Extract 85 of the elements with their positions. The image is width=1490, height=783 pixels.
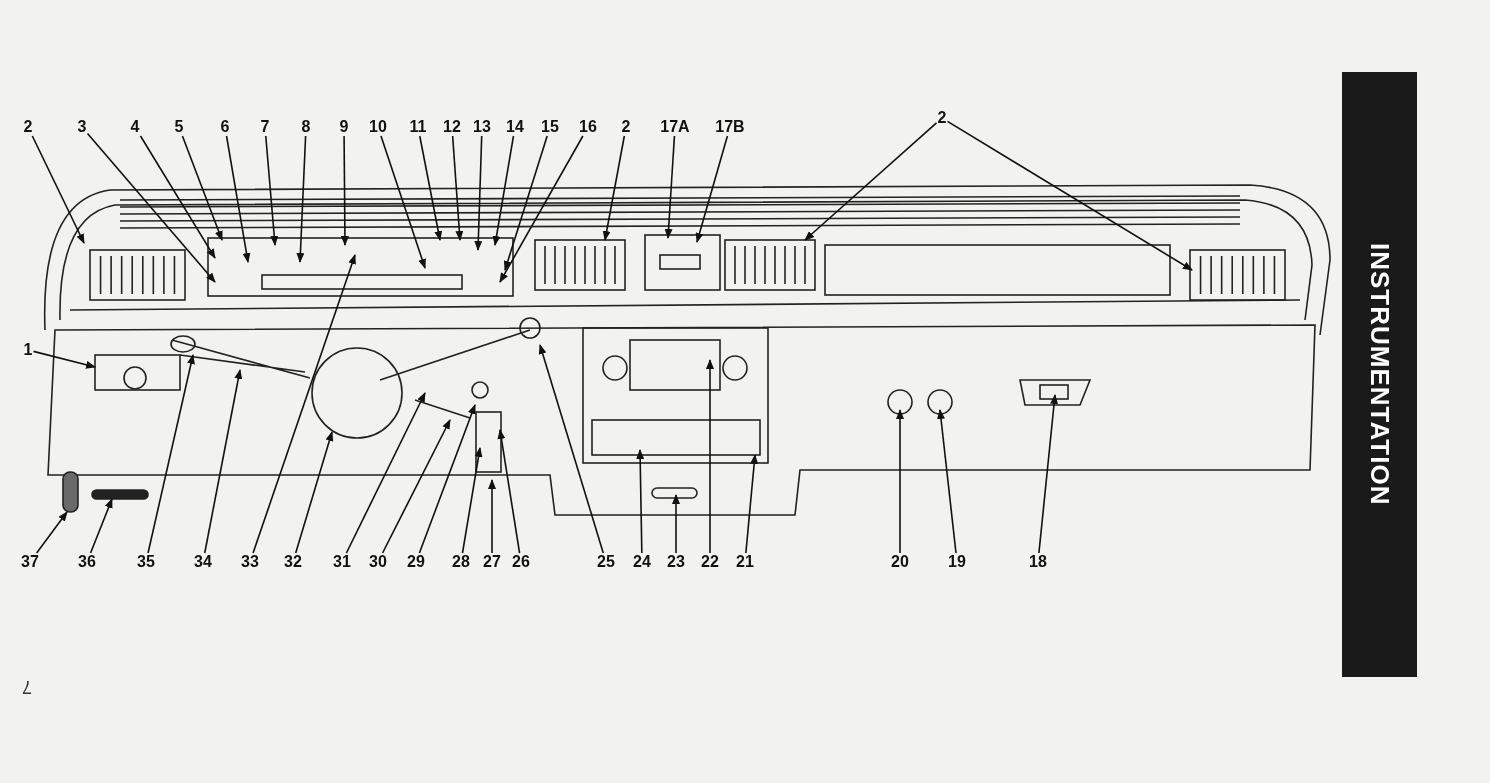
leader-line <box>181 135 223 241</box>
callout-number: 34 <box>193 553 213 571</box>
callout-number: 5 <box>173 118 185 136</box>
leader-line <box>252 254 356 554</box>
callout-number: 10 <box>368 118 388 136</box>
leader-line <box>896 409 904 554</box>
leader-line <box>147 354 195 554</box>
callout-number: 15 <box>540 118 560 136</box>
callout-number: 16 <box>578 118 598 136</box>
leader-line <box>488 479 496 554</box>
leader-line <box>672 494 680 554</box>
callout-number: 12 <box>442 118 462 136</box>
leader-line <box>418 404 476 554</box>
leader-line <box>345 392 426 554</box>
callout-number: 20 <box>890 553 910 571</box>
callout-number: 27 <box>482 553 502 571</box>
leader-line <box>89 498 113 554</box>
leader-line <box>418 135 443 241</box>
leader-line <box>937 409 957 554</box>
leader-line <box>294 431 334 554</box>
leader-line <box>695 135 729 243</box>
callout-number: 36 <box>77 553 97 571</box>
leader-line <box>380 135 426 269</box>
leader-line <box>745 454 759 554</box>
leader-line <box>636 449 645 554</box>
section-heading: INSTRUMENTATION <box>1364 243 1395 506</box>
leader-line <box>264 135 279 246</box>
callout-number: 14 <box>505 118 525 136</box>
leader-line <box>706 359 714 554</box>
leader-line <box>664 135 676 239</box>
leader-line <box>1038 394 1059 554</box>
callout-number: 19 <box>947 553 967 571</box>
callout-number: 2 <box>936 109 948 127</box>
leader-line <box>474 135 483 251</box>
slider-bar <box>91 489 149 500</box>
callout-number: 2 <box>22 118 34 136</box>
control-knob <box>62 471 79 513</box>
leader-line <box>804 122 938 241</box>
callout-number: 11 <box>408 118 428 136</box>
callout-number: 23 <box>666 553 686 571</box>
leader-line <box>296 135 307 263</box>
leader-line <box>225 135 251 263</box>
callout-number: 37 <box>20 553 40 571</box>
callout-number: 17A <box>659 118 691 136</box>
leader-line <box>86 132 216 283</box>
leader-line <box>31 135 85 244</box>
callout-number: 8 <box>300 118 312 136</box>
callout-number: 32 <box>283 553 303 571</box>
leader-line <box>32 350 96 369</box>
leader-line <box>203 369 243 554</box>
leader-line <box>499 135 584 283</box>
leader-line <box>35 511 68 554</box>
leader-line <box>381 419 451 554</box>
page-number: 7 <box>22 676 32 697</box>
leader-line <box>461 447 483 554</box>
leader-line <box>451 135 464 241</box>
callout-number: 17B <box>714 118 746 136</box>
callout-number: 21 <box>735 553 755 571</box>
callout-number: 24 <box>632 553 652 571</box>
callout-number: 31 <box>332 553 352 571</box>
callout-number: 13 <box>472 118 492 136</box>
callout-number: 9 <box>338 118 350 136</box>
leader-line <box>492 135 515 246</box>
leader-line <box>946 120 1193 271</box>
callout-number: 28 <box>451 553 471 571</box>
callout-number: 29 <box>406 553 426 571</box>
leader-line <box>538 344 605 554</box>
leader-line <box>340 135 349 246</box>
callout-number: 22 <box>700 553 720 571</box>
leader-line <box>497 429 521 554</box>
callout-number: 30 <box>368 553 388 571</box>
callout-number: 1 <box>22 341 34 359</box>
callout-number: 35 <box>136 553 156 571</box>
leader-line <box>139 135 216 259</box>
callout-number: 2 <box>620 118 632 136</box>
callout-number: 7 <box>259 118 271 136</box>
leader-line <box>602 135 626 241</box>
callout-number: 6 <box>219 118 231 136</box>
callout-number: 4 <box>129 118 141 136</box>
leader-line <box>503 135 548 271</box>
callout-number: 3 <box>76 118 88 136</box>
callout-number: 26 <box>511 553 531 571</box>
callout-number: 18 <box>1028 553 1048 571</box>
callout-number: 25 <box>596 553 616 571</box>
callout-number: 33 <box>240 553 260 571</box>
